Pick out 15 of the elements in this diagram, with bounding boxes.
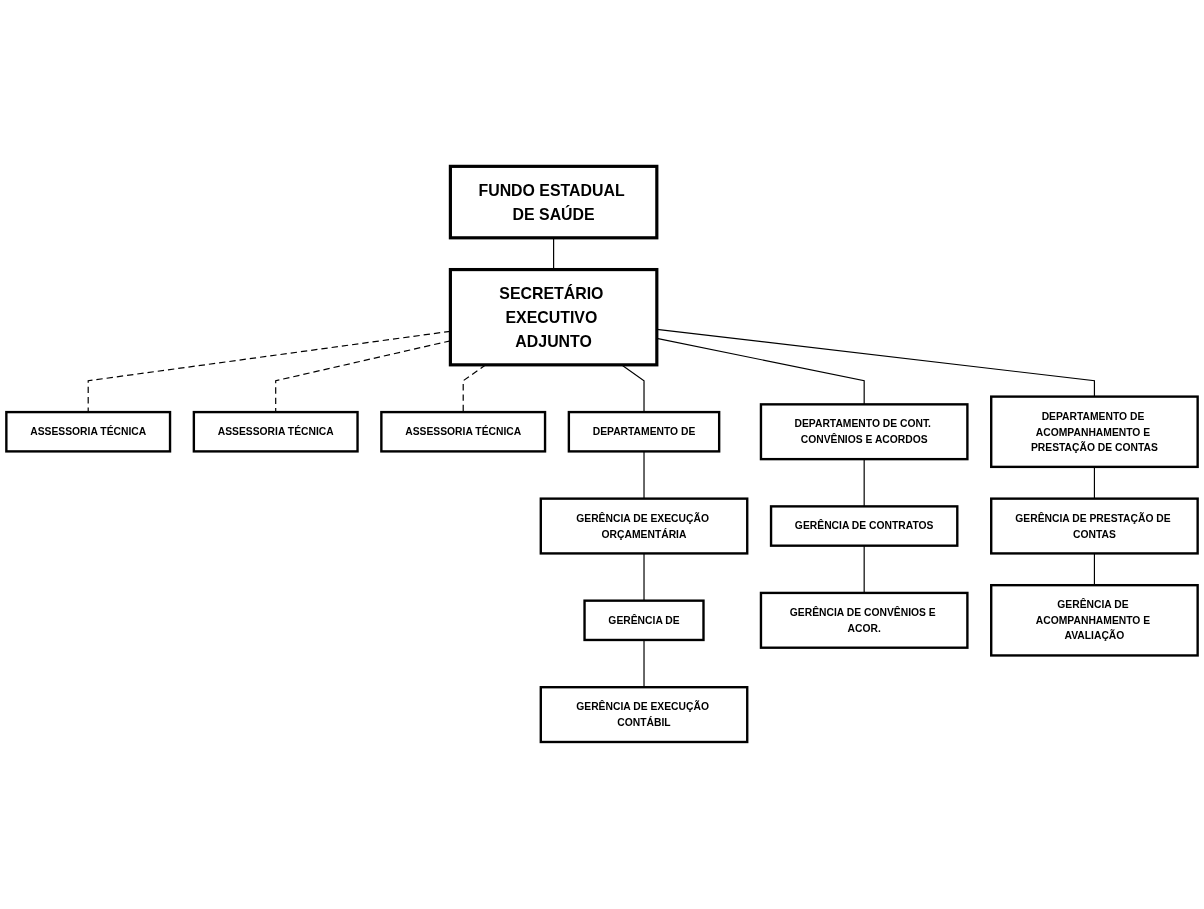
node-box: ASSESSORIA TÉCNICA	[380, 411, 547, 453]
node-box: GERÊNCIA DE PRESTAÇÃO DE CONTAS	[990, 497, 1199, 555]
node-box: FUNDO ESTADUAL DE SAÚDE	[448, 165, 659, 240]
node-box: GERÊNCIA DE EXECUÇÃO ORÇAMENTÁRIA	[539, 497, 749, 555]
node-box: GERÊNCIA DE ACOMPANHAMENTO E AVALIAÇÃO	[990, 584, 1199, 657]
node-box: ASSESSORIA TÉCNICA	[5, 411, 172, 453]
node-box: SECRETÁRIO EXECUTIVO ADJUNTO	[448, 268, 659, 367]
node-box: GERÊNCIA DE EXECUÇÃO CONTÁBIL	[539, 686, 749, 744]
node-box: DEPARTAMENTO DE CONT. CONVÊNIOS E ACORDOS	[759, 403, 969, 461]
node-box: GERÊNCIA DE	[583, 599, 705, 642]
node-box: GERÊNCIA DE CONTRATOS	[769, 505, 959, 548]
node-box: GERÊNCIA DE CONVÊNIOS E ACOR.	[759, 592, 969, 650]
node-box: DEPARTAMENTO DE ACOMPANHAMENTO E PRESTAÇÃO DE CONTAS	[990, 395, 1199, 469]
node-box: DEPARTAMENTO DE	[567, 411, 721, 453]
node-box: ASSESSORIA TÉCNICA	[192, 411, 359, 453]
